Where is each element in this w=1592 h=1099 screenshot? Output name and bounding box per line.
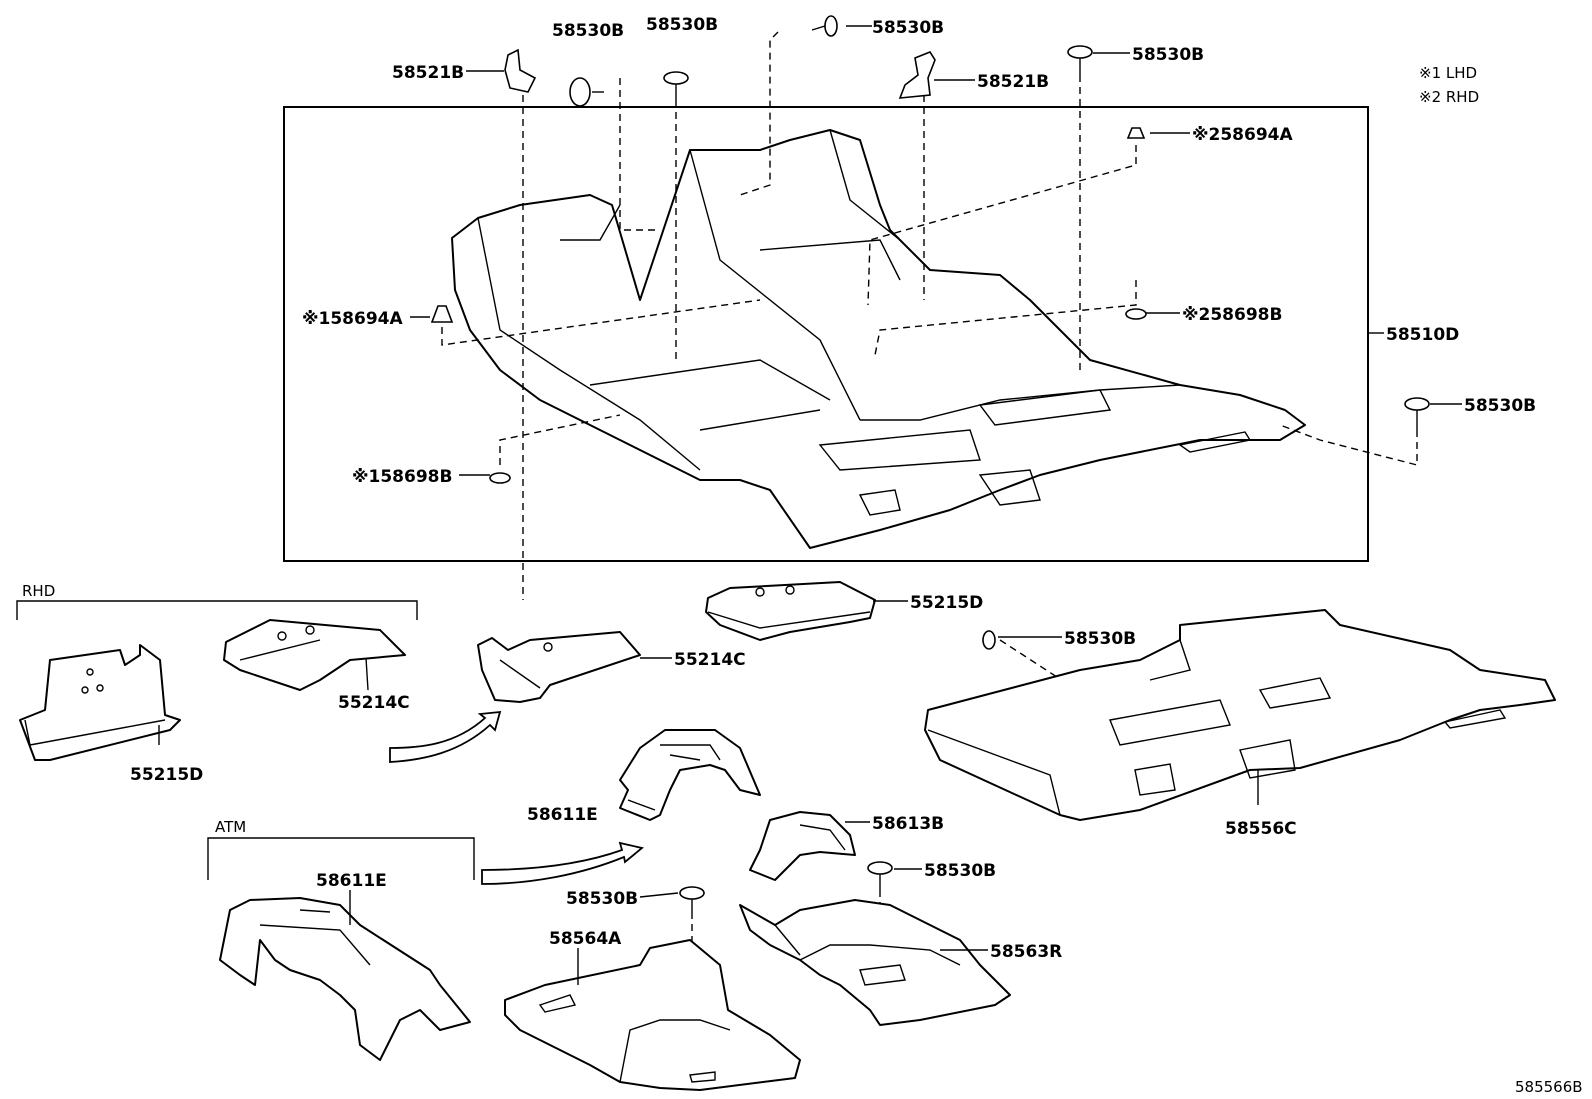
rhd-group [16, 600, 418, 761]
label-55214c-rhd: 55214C [338, 693, 410, 713]
label-58530b-low: 58530B [566, 889, 638, 909]
group-label-rhd: RHD [22, 582, 55, 600]
part-55214c-main [477, 631, 641, 703]
grommet-58698b-r2-icon [1125, 308, 1147, 320]
label-58521b-right: 58521B [977, 72, 1049, 92]
nut-58694a-r1-icon [430, 305, 454, 323]
bracket-58521b-left-icon [504, 48, 537, 93]
clip-58530b-top3-icon [811, 15, 838, 37]
clip-58530b-top2-icon [663, 71, 689, 100]
label-58530b-right: 58530B [1464, 396, 1536, 416]
label-58530b-mid: 58530B [924, 861, 996, 881]
group-label-atm: ATM [215, 818, 246, 836]
label-58694a-r1: ※158694A [302, 309, 403, 329]
clip-58530b-mid-icon [867, 861, 893, 890]
label-58611e-mid: 58611E [527, 805, 598, 825]
bracket-58521b-right-icon [898, 51, 936, 99]
label-58530b-rear: 58530B [1064, 629, 1136, 649]
clip-58530b-top1-icon [569, 77, 604, 107]
label-58564a: 58564A [549, 929, 622, 949]
legend-lhd: ※1 LHD [1419, 64, 1477, 82]
label-58510d: 58510D [1386, 325, 1459, 345]
label-58611e-atm: 58611E [316, 871, 387, 891]
label-58563r: 58563R [990, 942, 1062, 962]
part-55215d-top [705, 581, 876, 641]
nut-58694a-r2-icon [1126, 127, 1146, 139]
atm-group [207, 837, 475, 1061]
label-55214c-main: 55214C [674, 650, 746, 670]
label-58521b-left: 58521B [392, 63, 464, 83]
label-55215d-rhd: 55215D [130, 765, 203, 785]
fasteners [430, 15, 1430, 912]
part-58564a [504, 939, 801, 1091]
label-58530b-top3: 58530B [872, 18, 944, 38]
clip-58530b-low-icon [679, 886, 705, 912]
label-58698b-r2: ※258698B [1182, 305, 1282, 325]
arrow-atm-to-mid-icon [481, 841, 644, 885]
label-58613b: 58613B [872, 814, 944, 834]
grommet-58698b-r1-icon [489, 472, 511, 484]
label-leaders [158, 25, 1462, 985]
label-58698b-r1: ※158698B [352, 467, 452, 487]
label-58556c: 58556C [1225, 819, 1297, 839]
legend-rhd: ※2 RHD [1419, 88, 1479, 106]
label-58530b-top1: 58530B [552, 21, 624, 41]
label-55215d-top: 55215D [910, 593, 983, 613]
part-58556c [924, 609, 1556, 821]
part-58613b [749, 811, 856, 881]
clip-58530b-rear-icon [982, 630, 996, 650]
label-58694a-r2: ※258694A [1192, 125, 1293, 145]
clip-58530b-right-icon [1404, 397, 1430, 430]
clip-58530b-top4-icon [1067, 45, 1093, 75]
label-58530b-top2: 58530B [646, 15, 718, 35]
label-58530b-top4: 58530B [1132, 45, 1204, 65]
arrow-rhd-to-main-icon [389, 710, 502, 763]
part-58563r [739, 899, 1011, 1026]
main-assembly-box [283, 106, 1369, 562]
part-58611e-mid [619, 729, 761, 821]
diagram-id: 585566B [1515, 1078, 1583, 1096]
